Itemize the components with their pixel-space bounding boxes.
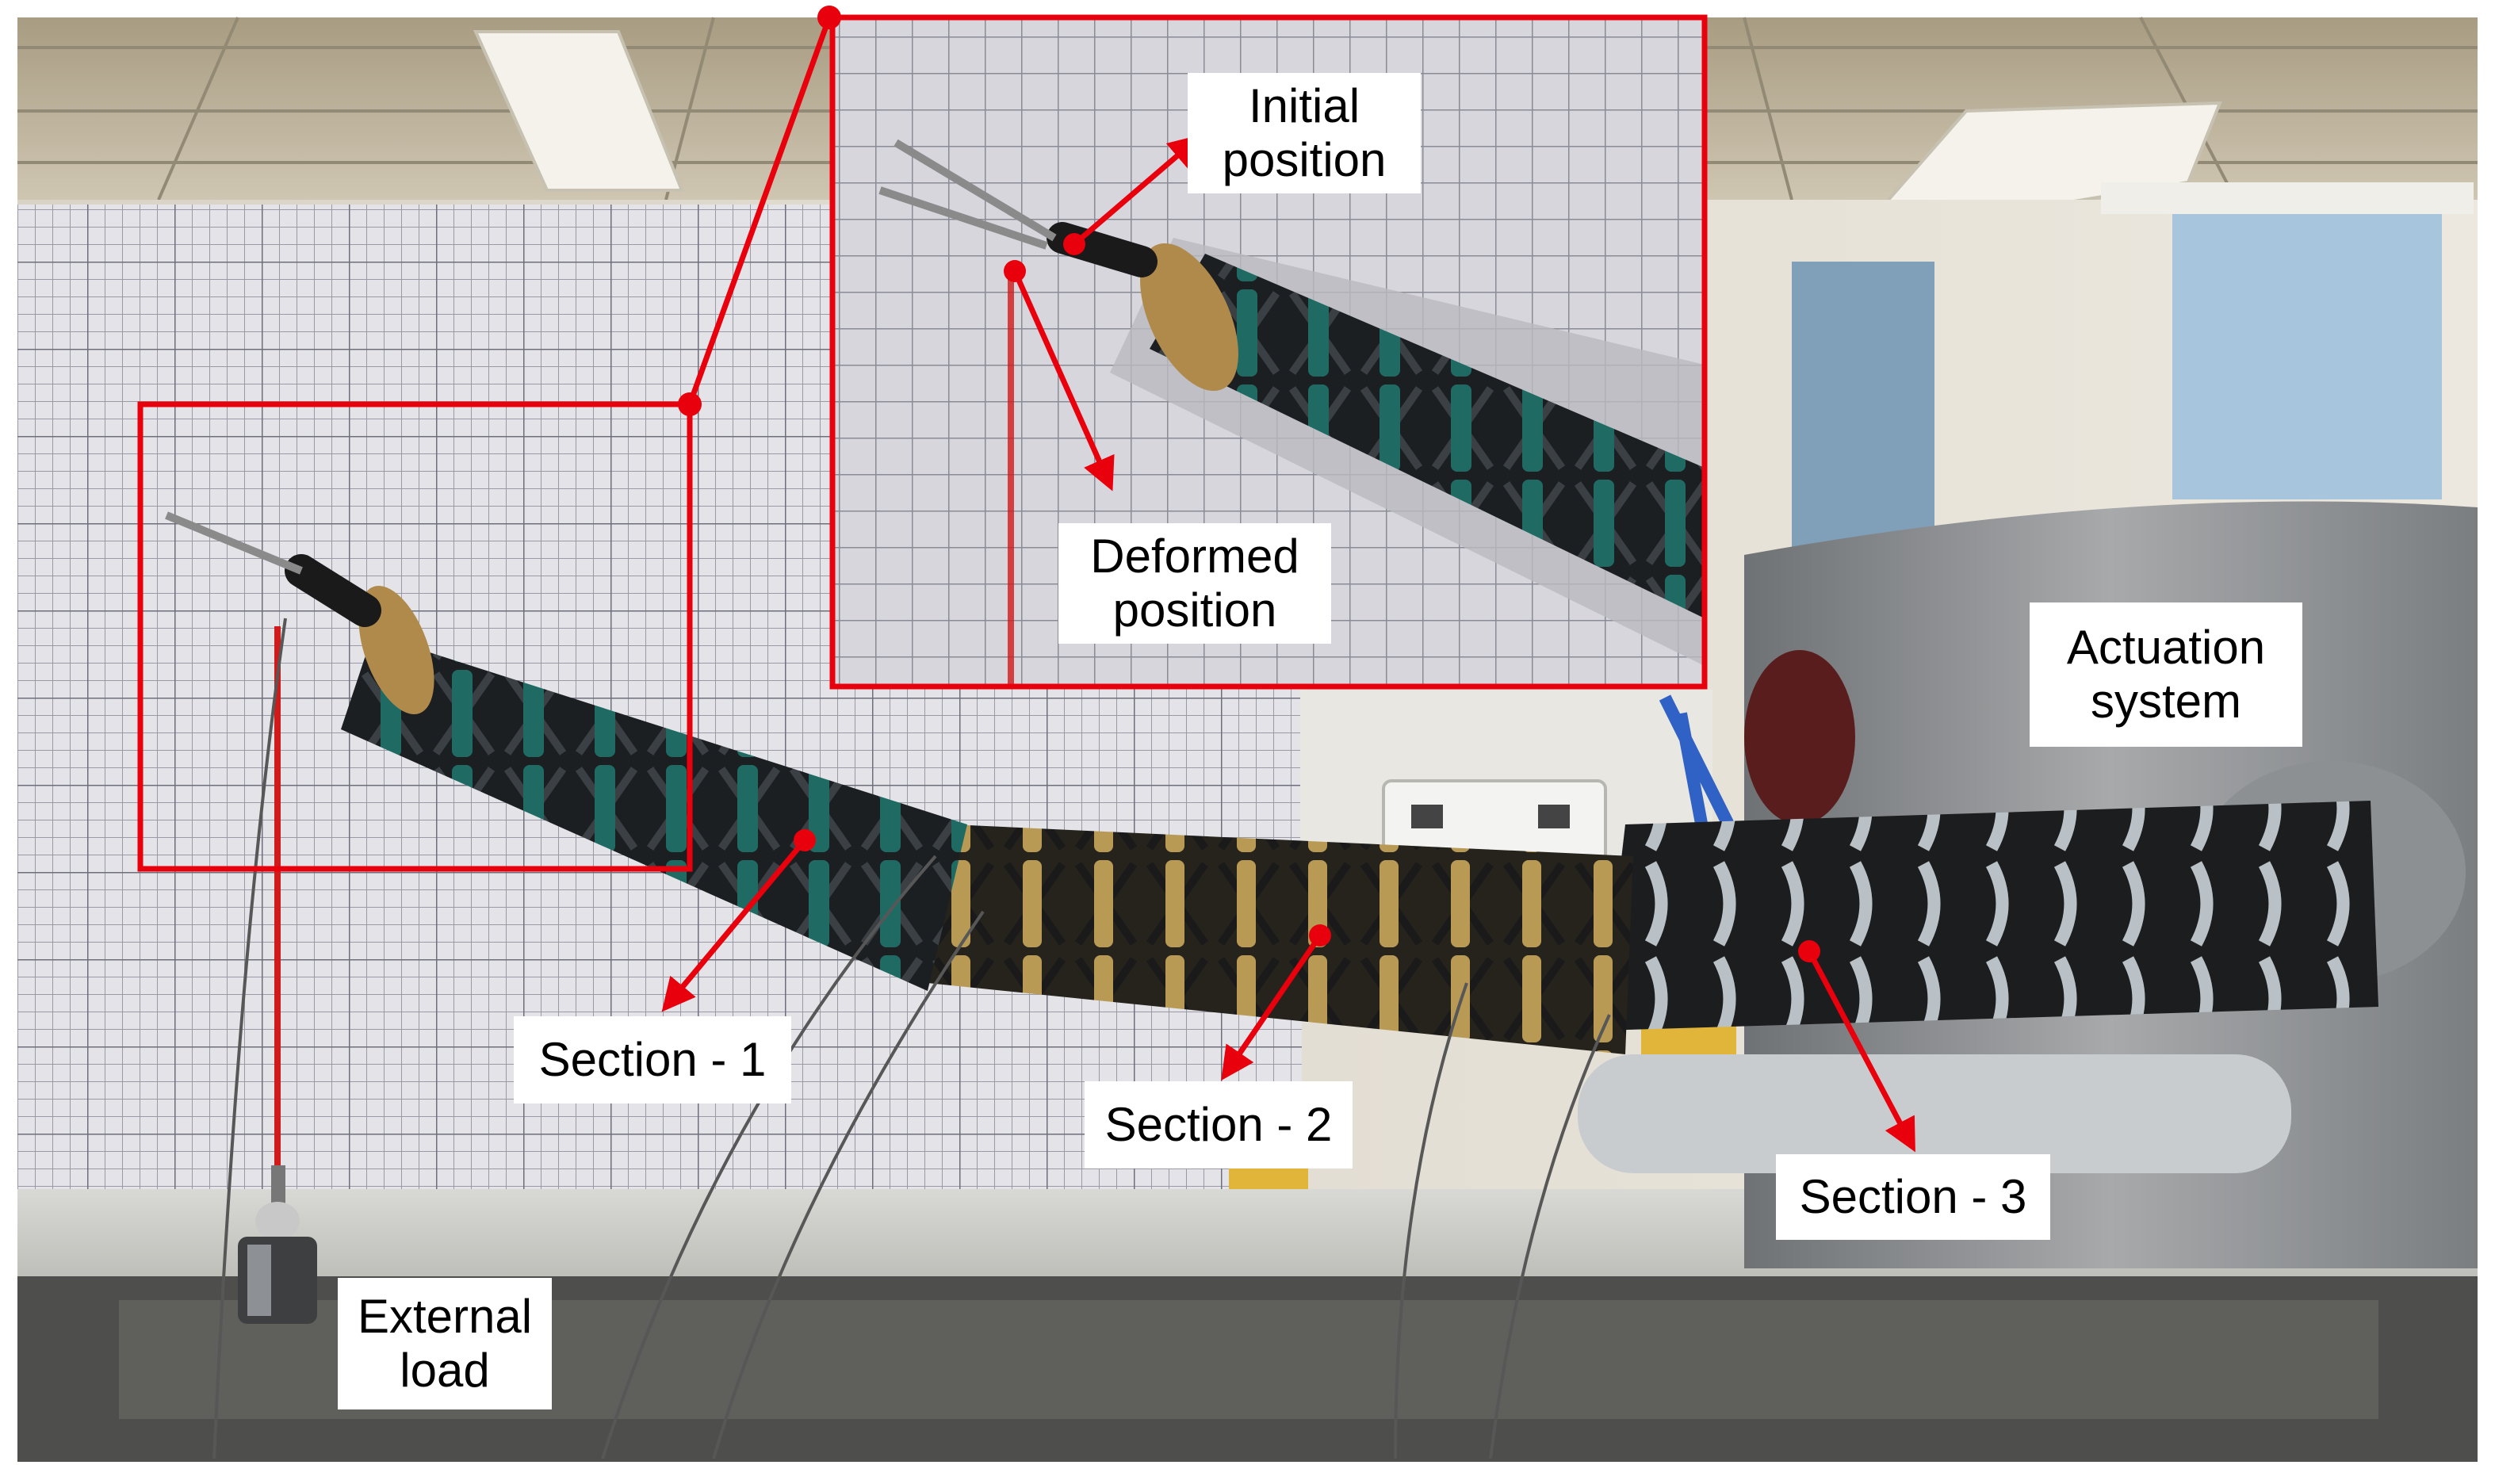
actuation-system-label: Actuation system [2030,602,2302,747]
external-load-label: External load [338,1278,552,1409]
inset-border [829,14,1708,690]
section-1-arrow [661,829,816,1012]
section-3-label: Section - 3 [1776,1154,2050,1240]
section-2-label: Section - 2 [1085,1081,1353,1168]
zoom-region-box [137,401,693,872]
initial-position-arrow [1063,134,1203,255]
section-2-arrow [1221,924,1331,1080]
deformed-position-arrow [1004,260,1115,491]
zoom-connector-line [678,6,841,416]
initial-position-label: Initial position [1188,73,1421,193]
deformed-position-label: Deformed position [1058,523,1331,644]
section-3-arrow [1798,940,1915,1153]
section-1-label: Section - 1 [514,1016,791,1103]
